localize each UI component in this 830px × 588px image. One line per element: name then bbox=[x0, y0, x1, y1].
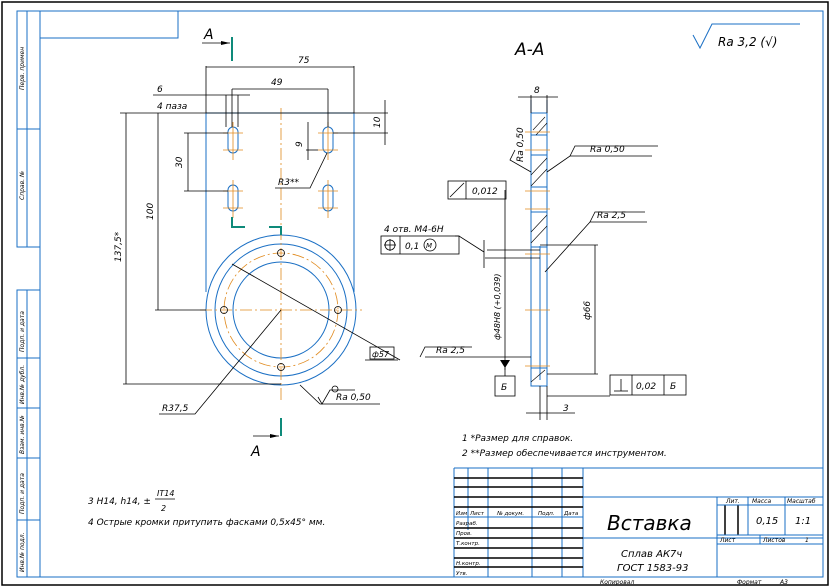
dim-10: 10 bbox=[373, 116, 383, 128]
roughness-front: Ra 0,50 bbox=[336, 393, 371, 403]
roughness-25a: Ra 2,5 bbox=[597, 211, 626, 221]
note-4: 4 Острые кромки притупить фасками 0,5x45… bbox=[88, 518, 325, 528]
note-1: 1 *Размер для справок. bbox=[462, 434, 573, 444]
material-line2: ГОСТ 1583-93 bbox=[617, 563, 689, 574]
holes-spec: 4 отв. M4-6H bbox=[384, 225, 444, 235]
dim-phi48: ф48H8 (+0,039) bbox=[493, 273, 502, 340]
side-stamp-label: Перв. примен bbox=[19, 47, 26, 90]
dim-r37: R37,5 bbox=[162, 404, 189, 414]
tb-role: Разраб. bbox=[456, 521, 478, 527]
tb-role: Т.контр. bbox=[456, 541, 480, 547]
dim-100: 100 bbox=[146, 203, 156, 220]
side-stamp-label: Взам. инв.№ bbox=[19, 415, 26, 454]
max-material-mark: M bbox=[426, 242, 432, 250]
tb-role: Пров. bbox=[456, 531, 472, 537]
datum-label: Б bbox=[501, 383, 507, 393]
scale-value: 1:1 bbox=[795, 516, 811, 527]
sheets-label: Листов bbox=[762, 537, 786, 544]
title-block bbox=[453, 467, 823, 577]
note-2: 2 **Размер обеспечивается инструментом. bbox=[462, 449, 667, 459]
dim-30: 30 bbox=[175, 156, 185, 168]
runout-value: 0,012 bbox=[472, 187, 498, 197]
tb-role: Утв. bbox=[456, 571, 468, 577]
tb-header-date: Дата bbox=[563, 511, 579, 517]
dim-phi57: ф57 bbox=[372, 350, 390, 359]
position-tolerance-frame bbox=[380, 235, 460, 255]
side-stamp-lower bbox=[16, 289, 41, 578]
side-stamp-label: Инв.№ дубл. bbox=[19, 365, 26, 404]
section-view bbox=[525, 100, 550, 387]
front-view bbox=[200, 37, 362, 438]
dim-phi66: ф66 bbox=[583, 301, 593, 320]
side-stamp-upper bbox=[16, 10, 41, 248]
format-label: Формат bbox=[737, 579, 762, 586]
section-title: А-А bbox=[514, 40, 544, 60]
general-roughness: Ra 3,2 (√) bbox=[718, 35, 777, 49]
roughness-symbol-icon bbox=[692, 23, 800, 50]
dim-r3: R3** bbox=[278, 178, 299, 188]
tb-header-sign: Подп. bbox=[538, 511, 555, 517]
roughness-25b: Ra 2,5 bbox=[436, 346, 465, 356]
roughness-side: Ra 0,50 bbox=[516, 127, 526, 162]
side-stamp-label: Подп. и дата bbox=[19, 473, 26, 514]
sheet-label: Лист bbox=[719, 537, 736, 544]
side-stamp-label: Подп. и дата bbox=[19, 311, 26, 352]
lit-label: Лит. bbox=[725, 498, 740, 505]
mass-label: Масса bbox=[752, 498, 771, 505]
format-value: А3 bbox=[779, 579, 788, 586]
material-line1: Сплав АК7ч bbox=[621, 549, 682, 560]
perp-datum: Б bbox=[670, 382, 676, 392]
top-left-stamp bbox=[39, 10, 179, 39]
note-3-fraction-top: IT14 bbox=[157, 489, 174, 498]
scale-label: Масштаб bbox=[787, 498, 816, 505]
dim-75: 75 bbox=[298, 56, 310, 66]
dim-137: 137,5* bbox=[114, 231, 124, 262]
tb-header-doc: № докум. bbox=[496, 511, 524, 517]
front-dimensions bbox=[120, 66, 401, 415]
runout-tolerance-frame bbox=[447, 180, 507, 200]
dim-6: 6 bbox=[157, 85, 163, 95]
cut-label-bottom: А bbox=[250, 444, 261, 460]
section-dimensions bbox=[380, 95, 687, 420]
note-3-fraction-bottom: 2 bbox=[161, 504, 166, 513]
perpendicularity-frame bbox=[609, 374, 687, 396]
sheets-value: 1 bbox=[805, 537, 809, 544]
dim-3: 3 bbox=[563, 404, 569, 414]
copied-label: Копировал bbox=[600, 579, 634, 586]
side-stamp-label: Справ. № bbox=[19, 171, 26, 200]
tb-header-izm: Изм bbox=[456, 511, 467, 517]
side-stamp-label: Инв.№ подл. bbox=[19, 532, 26, 572]
dim-8: 8 bbox=[534, 86, 540, 96]
dim-49: 49 bbox=[271, 78, 283, 88]
part-title: Вставка bbox=[607, 511, 692, 535]
roughness-side2: Ra 0,50 bbox=[590, 145, 625, 155]
tb-header-list: Лист bbox=[469, 511, 485, 517]
note-3: 3 H14, h14, ± bbox=[88, 497, 151, 507]
position-tol-value: 0,1 bbox=[405, 242, 419, 252]
tb-role: Н.контр. bbox=[456, 561, 481, 567]
cut-label-top: А bbox=[203, 27, 214, 43]
datum-box bbox=[494, 375, 516, 397]
dim-9: 9 bbox=[295, 141, 305, 147]
mass-value: 0,15 bbox=[756, 516, 778, 527]
perp-tol-value: 0,02 bbox=[636, 382, 656, 392]
slot-count: 4 паза bbox=[157, 102, 187, 112]
